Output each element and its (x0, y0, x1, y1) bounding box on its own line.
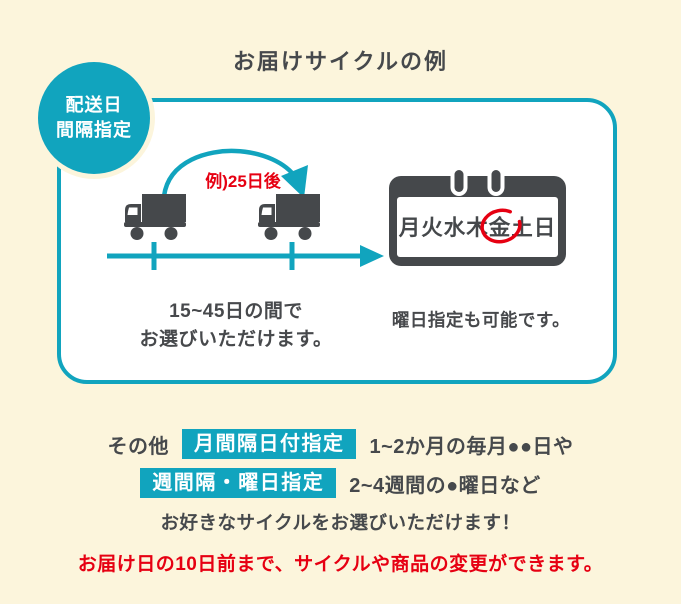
truck-caption-line2: お選びいただけます。 (139, 329, 333, 350)
calendar-icon: 月火水木金土日 (389, 166, 566, 266)
cycle-arrow-label: 例)25日後 (205, 171, 282, 191)
calendar-page (397, 197, 558, 257)
monthly-option-row: その他 月間隔日付指定 1~2か月の毎月●●日や (107, 429, 573, 459)
footer-notes: その他 月間隔日付指定 1~2か月の毎月●●日や 週間隔・曜日指定 2~4週間の… (0, 429, 681, 576)
choose-cycle-note: お好きなサイクルをお選びいただけます！ (160, 512, 521, 533)
cycle-arc-arrow (161, 148, 299, 199)
truck-caption: 15~45日の間で お選びいただけます。 (101, 298, 371, 354)
truck-caption-line1: 15~45日の間で (169, 301, 303, 322)
monthly-option-text: 1~2か月の毎月●●日や (369, 435, 574, 458)
page-title: お届けサイクルの例 (233, 49, 448, 74)
weekly-option-text: 2~4週間の●曜日など (349, 474, 541, 497)
badge-line1: 配送日 (65, 95, 123, 115)
delivery-cycle-panel: 例)25日後 (57, 98, 617, 384)
monthly-interval-badge: 月間隔日付指定 (181, 429, 357, 459)
timeline-arrow (107, 242, 363, 270)
friday-highlight-circle (480, 208, 522, 244)
change-deadline-note: お届け日の10日前まで、サイクルや商品の変更ができます。 (77, 554, 604, 575)
calendar-rings (450, 166, 505, 196)
truck-icon (258, 194, 320, 240)
badge-line2: 間隔指定 (56, 120, 132, 140)
delivery-interval-badge: 配送日 間隔指定 (38, 62, 150, 174)
timeline-arrowhead (360, 245, 384, 267)
weekly-interval-badge: 週間隔・曜日指定 (140, 468, 337, 498)
other-label: その他 (107, 435, 169, 458)
calendar-caption: 曜日指定も可能です。 (391, 310, 571, 330)
truck-timeline-diagram: 例)25日後 (107, 148, 384, 270)
calendar-days-text: 月火水木金土日 (398, 215, 557, 240)
cycle-arc-arrowhead (281, 165, 308, 198)
weekly-option-row: 週間隔・曜日指定 2~4週間の●曜日など (140, 468, 541, 498)
truck-icon (124, 194, 186, 240)
